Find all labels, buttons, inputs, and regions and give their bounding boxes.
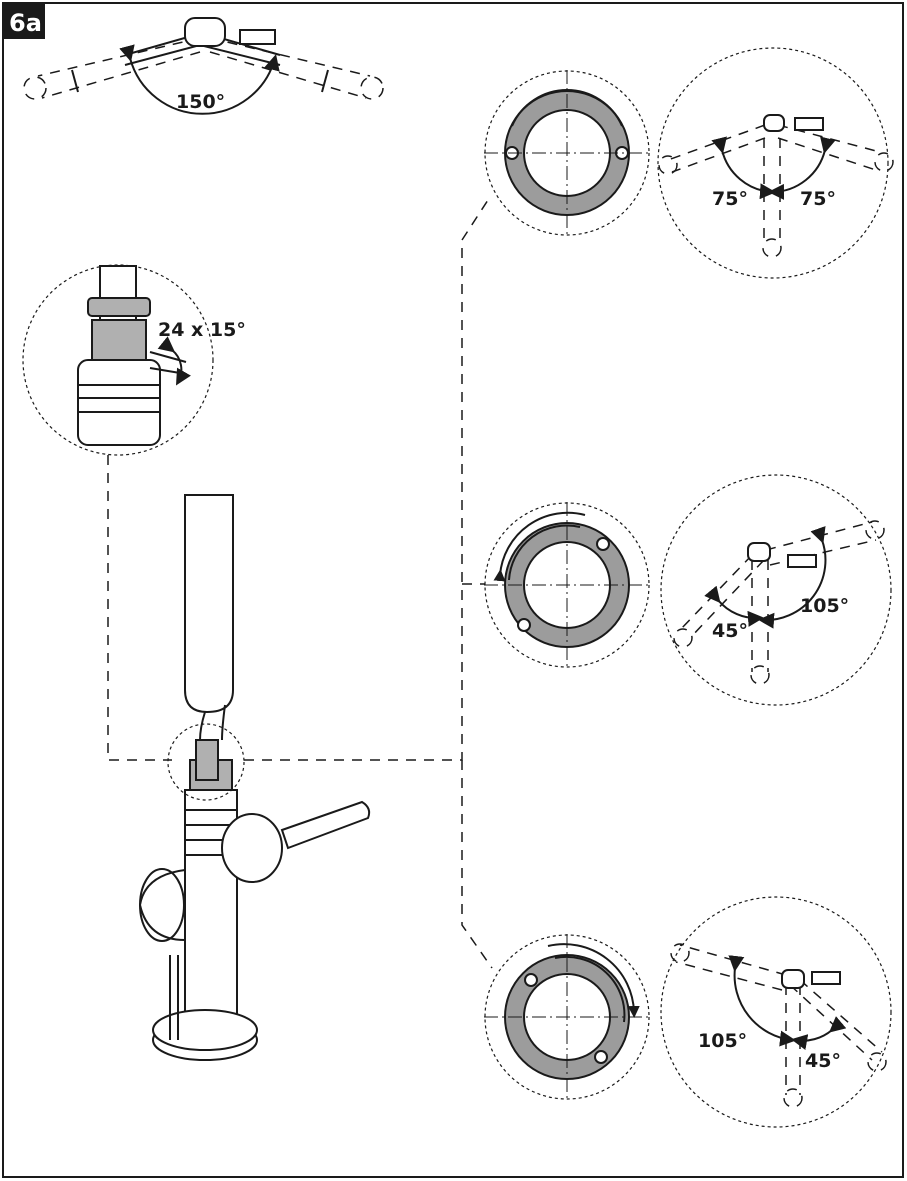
step-label: 6a [9, 9, 42, 37]
position-3-lever: 105° 45° [660, 896, 892, 1128]
position-3-ring [484, 934, 650, 1100]
step-badge: 6a [3, 3, 45, 39]
position-3-left-angle: 105° [698, 1030, 747, 1052]
position-3-right-angle: 45° [805, 1050, 841, 1072]
position-2-lever: 45° 105° [660, 474, 892, 706]
faucet-detail-marker [167, 723, 245, 801]
position-1-left-angle: 75° [712, 188, 748, 210]
position-1-lever: 75° 75° [657, 47, 894, 279]
top-rotation-view: 150° [23, 17, 384, 115]
top-angle-label: 150° [176, 91, 225, 113]
position-1-right-angle: 75° [800, 188, 836, 210]
cartridge-label: 24 x 15° [158, 319, 246, 341]
position-2-ring [484, 502, 650, 668]
faucet-illustration [139, 494, 371, 1061]
position-1-ring [484, 70, 650, 236]
leader-lines [107, 199, 493, 969]
position-2-left-angle: 45° [712, 620, 748, 642]
cartridge-detail: 24 x 15° [22, 264, 246, 456]
position-2-right-angle: 105° [800, 595, 849, 617]
